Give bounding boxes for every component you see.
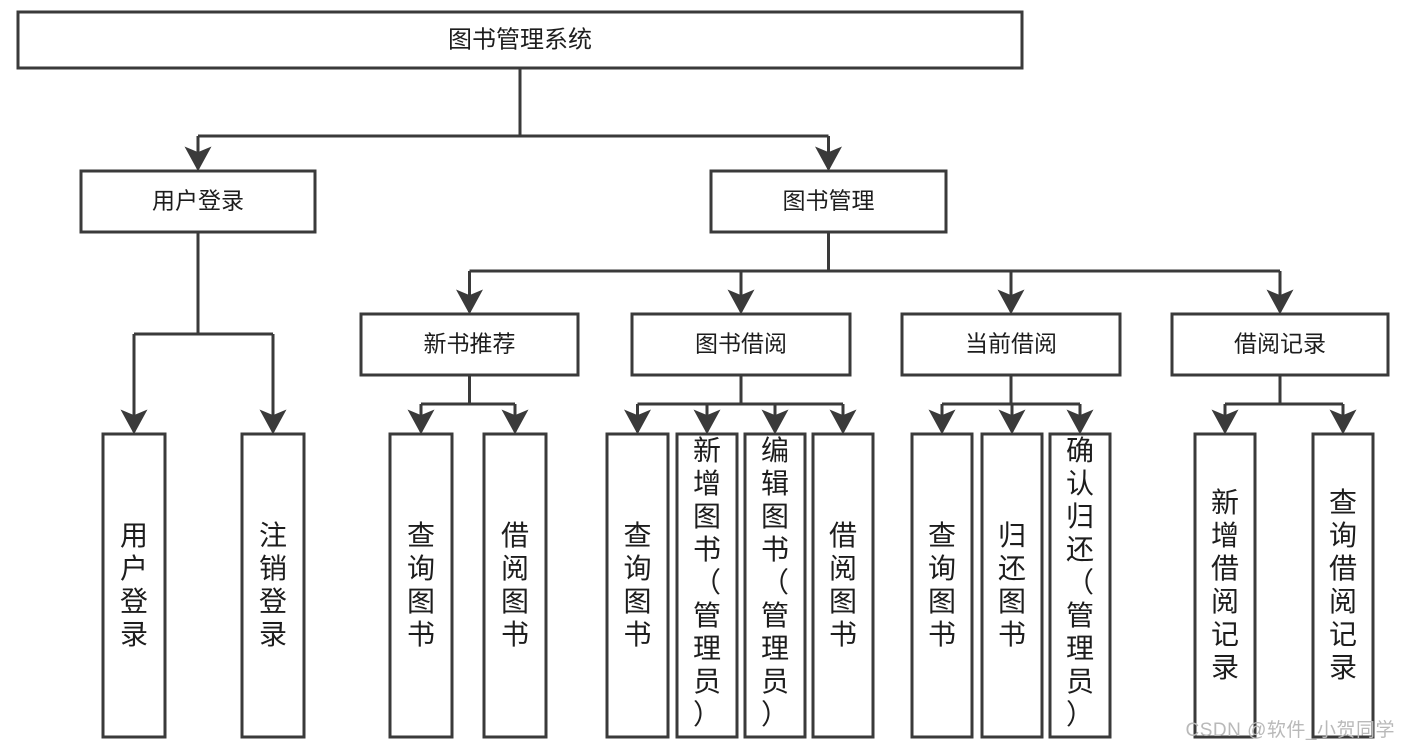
- node-label: 借阅记录: [1234, 331, 1326, 357]
- leaf-label: 用户登录: [120, 520, 148, 650]
- node-leaf-user-login[interactable]: 用户登录: [101, 432, 167, 739]
- leaf-label: 归还图书: [998, 520, 1026, 650]
- node-leaf-query-book-1[interactable]: 查询图书: [388, 432, 454, 739]
- node-book-manage[interactable]: 图书管理: [709, 169, 948, 234]
- node-leaf-add-book[interactable]: 新增图书（管理员）: [675, 432, 739, 739]
- leaf-label: 查询图书: [407, 520, 435, 650]
- node-leaf-return-book[interactable]: 归还图书: [980, 432, 1044, 739]
- connector-layer: [120, 68, 1357, 435]
- node-borrow-record[interactable]: 借阅记录: [1170, 312, 1390, 377]
- node-leaf-query-book-2[interactable]: 查询图书: [605, 432, 670, 739]
- node-leaf-confirm-return[interactable]: 确认归还（管理员）: [1048, 432, 1112, 739]
- leaf-label: 借阅图书: [501, 520, 529, 650]
- node-label: 图书借阅: [695, 331, 787, 357]
- leaf-label: 编辑图书（管理员）: [761, 435, 789, 730]
- node-leaf-borrow-book-1[interactable]: 借阅图书: [482, 432, 548, 739]
- node-book-borrow[interactable]: 图书借阅: [630, 312, 852, 377]
- node-label: 图书管理: [783, 188, 875, 214]
- leaf-label: 新增借阅记录: [1211, 487, 1239, 683]
- watermark-text: CSDN @软件_小贺同学: [1185, 720, 1395, 741]
- node-label: 新书推荐: [424, 331, 516, 357]
- leaf-label: 查询图书: [928, 520, 956, 650]
- node-root[interactable]: 图书管理系统: [16, 10, 1024, 70]
- leaf-label: 查询图书: [623, 520, 651, 650]
- leaf-label: 新增图书（管理员）: [693, 435, 721, 730]
- leaf-label: 确认归还（管理员）: [1066, 435, 1094, 730]
- node-leaf-query-book-3[interactable]: 查询图书: [910, 432, 974, 739]
- node-leaf-query-record[interactable]: 查询借阅记录: [1311, 432, 1375, 739]
- node-leaf-add-record[interactable]: 新增借阅记录: [1193, 432, 1257, 739]
- node-leaf-edit-book[interactable]: 编辑图书（管理员）: [743, 432, 807, 739]
- node-leaf-logout[interactable]: 注销登录: [240, 432, 306, 739]
- leaf-label: 借阅图书: [829, 520, 857, 650]
- node-label: 当前借阅: [965, 331, 1057, 357]
- leaf-label: 注销登录: [259, 520, 287, 650]
- node-user-login[interactable]: 用户登录: [79, 169, 317, 234]
- node-label: 用户登录: [152, 188, 244, 214]
- node-label: 图书管理系统: [448, 26, 592, 53]
- node-current-borrow[interactable]: 当前借阅: [900, 312, 1122, 377]
- node-leaf-borrow-book-2[interactable]: 借阅图书: [811, 432, 875, 739]
- node-layer: 图书管理系统用户登录图书管理新书推荐图书借阅当前借阅借阅记录用户登录注销登录查询…: [16, 10, 1390, 739]
- node-new-book-rec[interactable]: 新书推荐: [359, 312, 580, 377]
- leaf-label: 查询借阅记录: [1329, 487, 1357, 683]
